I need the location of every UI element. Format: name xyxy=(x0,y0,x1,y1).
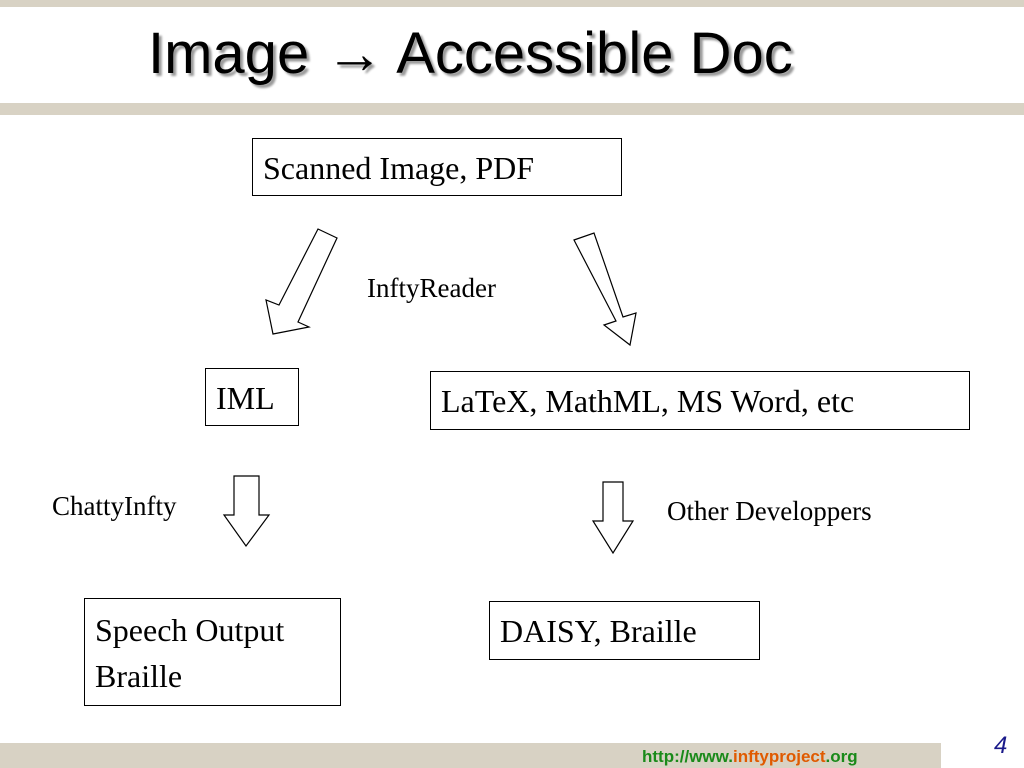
arrow-iml-to-speech xyxy=(222,475,271,548)
label-chattyinfty: ChattyInfty xyxy=(52,491,177,521)
page-number: 4 xyxy=(994,732,1008,759)
node-speech-output: Speech Output Braille xyxy=(84,598,341,706)
slide-title: Image → Accessible Doc xyxy=(148,21,793,86)
title-divider xyxy=(0,103,1024,115)
label-inftyreader: InftyReader xyxy=(367,273,496,303)
footer-url-suffix: .org xyxy=(825,747,858,766)
node-daisy: DAISY, Braille xyxy=(489,601,760,660)
top-divider xyxy=(0,0,1024,7)
node-daisy-label: DAISY, Braille xyxy=(500,613,697,649)
node-speech-output-line2: Braille xyxy=(95,658,183,694)
footer-bar xyxy=(0,743,941,768)
node-latex-label: LaTeX, MathML, MS Word, etc xyxy=(441,383,855,419)
footer-url-prefix: http://www. xyxy=(642,747,733,766)
node-speech-output-line1: Speech Output xyxy=(95,612,285,648)
node-iml-label: IML xyxy=(216,380,275,416)
arrow-scanned-to-iml xyxy=(265,228,338,335)
node-scanned-image-label: Scanned Image, PDF xyxy=(263,150,535,186)
footer-url-domain: inftyproject xyxy=(732,747,826,766)
node-latex: LaTeX, MathML, MS Word, etc xyxy=(430,371,970,430)
arrow-scanned-to-latex xyxy=(573,232,637,347)
node-scanned-image: Scanned Image, PDF xyxy=(252,138,622,196)
node-iml: IML xyxy=(205,368,299,426)
footer-url-link[interactable]: http://www.inftyproject.org xyxy=(642,747,858,767)
label-other-developers: Other Developpers xyxy=(667,496,872,526)
arrow-latex-to-daisy xyxy=(591,481,635,555)
